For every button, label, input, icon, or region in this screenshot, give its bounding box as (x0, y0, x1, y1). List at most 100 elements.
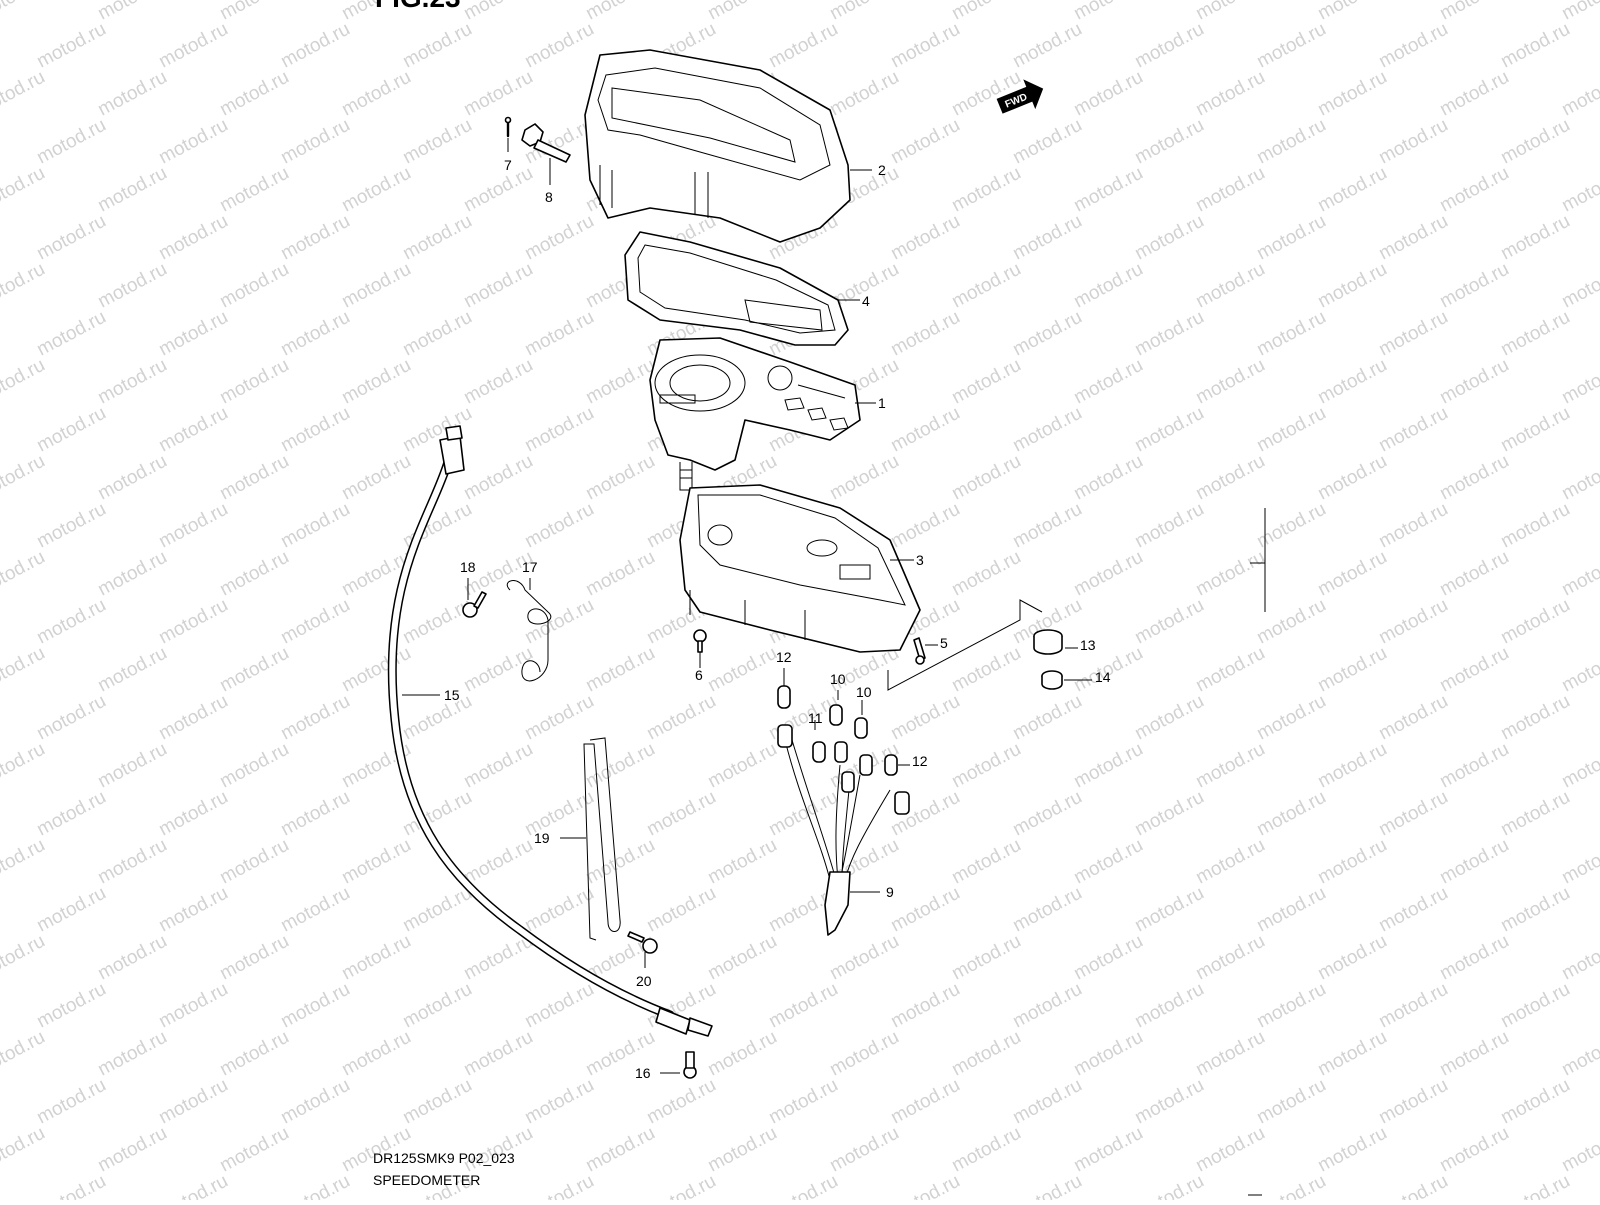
watermark-text: motod.ru (1375, 211, 1451, 265)
watermark-text: motod.ru (521, 1171, 597, 1200)
part-19-cable-guide (583, 737, 621, 941)
watermark-text: motod.ru (460, 739, 536, 793)
watermark-text: motod.ru (33, 307, 109, 361)
watermark-text: motod.ru (1436, 163, 1512, 217)
watermark-text: motod.ru (338, 259, 414, 313)
watermark-text: motod.ru (582, 0, 658, 24)
watermark-text: motod.ru (1558, 67, 1600, 121)
watermark-text: motod.ru (1314, 835, 1390, 889)
watermark-text: motod.ru (1253, 403, 1329, 457)
watermark-text: motod.ru (1009, 307, 1085, 361)
watermark-text: motod.ru (948, 163, 1024, 217)
watermark-text: motod.ru (94, 931, 170, 985)
callout-6: 6 (695, 667, 703, 683)
watermark-text: motod.ru (94, 355, 170, 409)
watermark-text: motod.ru (521, 883, 597, 937)
watermark-text: motod.ru (33, 115, 109, 169)
callout-15: 15 (444, 687, 460, 703)
watermark-text: motod.ru (826, 1123, 902, 1177)
leader-lines (402, 138, 1092, 1074)
watermark-text: motod.ru (216, 67, 292, 121)
watermark-text: motod.ru (0, 0, 49, 24)
figure-title: FIG.23 (375, 0, 461, 14)
watermark-text: motod.ru (1314, 1123, 1390, 1177)
watermark-text: motod.ru (1192, 835, 1268, 889)
watermark-text: motod.ru (94, 643, 170, 697)
watermark-text: motod.ru (826, 1027, 902, 1081)
watermark-text: motod.ru (94, 739, 170, 793)
watermark-text: motod.ru (1070, 1027, 1146, 1081)
bracket-lines (887, 508, 1266, 1196)
watermark-text: motod.ru (582, 1123, 658, 1177)
part-3-lower-case (679, 484, 921, 653)
callout-17: 17 (522, 559, 538, 575)
watermark-text: motod.ru (1375, 499, 1451, 553)
watermark-text: motod.ru (338, 67, 414, 121)
watermark-text: motod.ru (1131, 979, 1207, 1033)
watermark-text: motod.ru (1497, 979, 1573, 1033)
watermark-text: motod.ru (33, 979, 109, 1033)
watermark-text: motod.ru (1253, 691, 1329, 745)
watermark-text: motod.ru (155, 979, 231, 1033)
watermark-text: motod.ru (704, 931, 780, 985)
callout-labels: 2 4 1 3 5 6 7 8 9 10 10 11 12 12 13 14 1… (444, 157, 1111, 1081)
watermark-text: motod.ru (155, 403, 231, 457)
watermark-text: motod.ru (826, 67, 902, 121)
watermark-text: motod.ru (1558, 643, 1600, 697)
watermark-text: motod.ru (33, 211, 109, 265)
watermark-text: motod.ru (1131, 115, 1207, 169)
watermark-text: motod.ru (1192, 355, 1268, 409)
part-7-8-drive-gear (504, 116, 571, 163)
watermark-text: motod.ru (887, 1075, 963, 1129)
watermark-text: motod.ru (94, 451, 170, 505)
watermark-text: motod.ru (0, 739, 49, 793)
watermark-text: motod.ru (1558, 259, 1600, 313)
watermark-text: motod.ru (1070, 547, 1146, 601)
watermark-text: motod.ru (1253, 19, 1329, 73)
callout-18: 18 (460, 559, 476, 575)
watermark-text: motod.ru (948, 259, 1024, 313)
watermark-text: motod.ru (765, 19, 841, 73)
watermark-text: motod.ru (155, 499, 231, 553)
watermark-text: motod.ru (1131, 1075, 1207, 1129)
watermark-text: motod.ru (1131, 595, 1207, 649)
watermark-text: motod.ru (1253, 1075, 1329, 1129)
callout-13: 13 (1080, 637, 1096, 653)
watermark-text: motod.ru (399, 979, 475, 1033)
watermark-text: motod.ru (1436, 0, 1512, 24)
callout-19: 19 (534, 830, 550, 846)
watermark-text: motod.ru (1314, 643, 1390, 697)
watermark-text: motod.ru (521, 307, 597, 361)
watermark-text: motod.ru (338, 643, 414, 697)
watermark-text: motod.ru (1436, 451, 1512, 505)
watermark-text: motod.ru (948, 0, 1024, 24)
watermark-text: motod.ru (155, 787, 231, 841)
watermark-text: motod.ru (399, 115, 475, 169)
watermark-text: motod.ru (399, 307, 475, 361)
watermark-text: motod.ru (643, 883, 719, 937)
watermark-text: motod.ru (521, 211, 597, 265)
part-2-upper-cover (584, 49, 851, 243)
watermark-text: motod.ru (948, 643, 1024, 697)
watermark-text: motod.ru (1192, 547, 1268, 601)
watermark-text: motod.ru (765, 1075, 841, 1129)
watermark-text: motod.ru (399, 19, 475, 73)
watermark-text: motod.ru (33, 691, 109, 745)
watermark-text: motod.ru (94, 163, 170, 217)
watermark-text: motod.ru (1436, 1123, 1512, 1177)
watermark-text: motod.ru (0, 67, 49, 121)
watermark-text: motod.ru (1558, 739, 1600, 793)
watermark-text: motod.ru (1253, 211, 1329, 265)
watermark-text: motod.ru (1314, 0, 1390, 24)
watermark-text: motod.ru (216, 835, 292, 889)
figure-name: SPEEDOMETER (373, 1172, 481, 1188)
watermark-text: motod.ru (887, 115, 963, 169)
watermark-text: motod.ru (948, 1123, 1024, 1177)
watermark-text: motod.ru (155, 211, 231, 265)
watermark-text: motod.ru (704, 1027, 780, 1081)
watermark-text: motod.ru (94, 547, 170, 601)
part-1-meter-assembly (649, 337, 861, 491)
callout-1: 1 (878, 395, 886, 411)
watermark-text: motod.ru (1131, 787, 1207, 841)
model-code: DR125SMK9 P02_023 (373, 1150, 515, 1166)
